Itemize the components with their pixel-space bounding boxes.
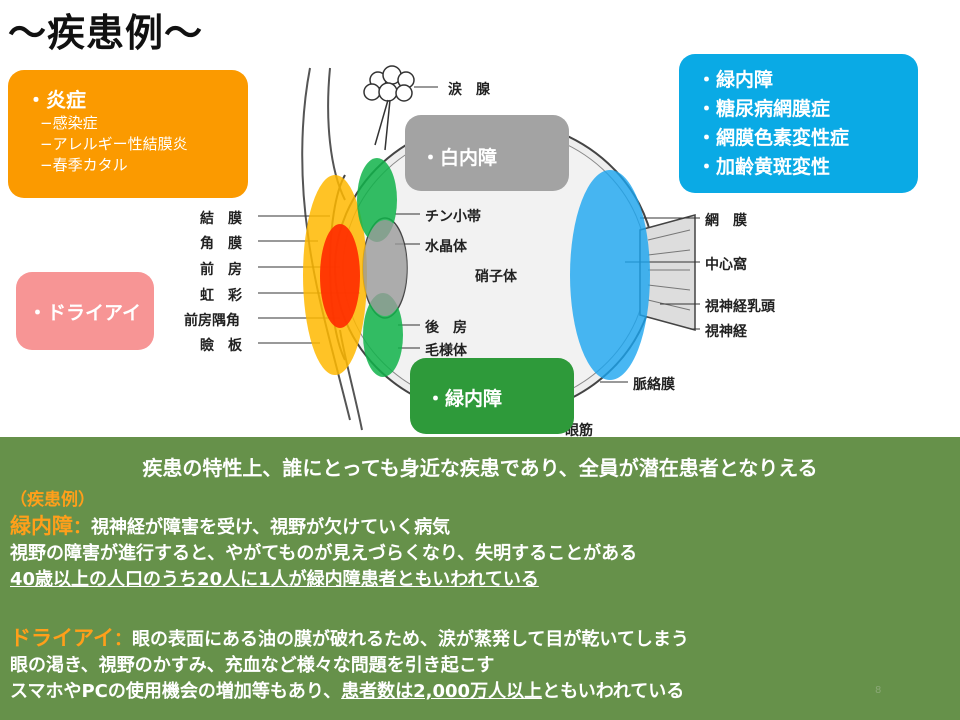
label-conjunctiva: 結 膜 (200, 211, 242, 227)
dry-eye-line3: スマホやPCの使用機会の増加等もあり、患者数は2,000万人以上ともいわれている (10, 679, 689, 705)
inflammation-box: ・炎症 −感染症 −アレルギー性結膜炎 −春季カタル (8, 70, 248, 198)
dry-eye-line3-post: ともいわれている (542, 681, 685, 702)
label-posterior-chamber: 後 房 (425, 320, 467, 336)
dry-eye-line3-underlined: 患者数は2,000万人以上 (341, 681, 543, 702)
inflammation-item: −感染症 (40, 114, 98, 132)
label-lacrimal-gland: 涙 腺 (448, 82, 490, 98)
dry-eye-line2: 眼の渇き、視野のかすみ、充血など様々な問題を引き起こす (10, 655, 495, 676)
label-choroid: 脈絡膜 (633, 377, 675, 393)
cataract-region (363, 220, 407, 316)
dry-eye-line3-pre: スマホやPCの使用機会の増加等もあり、 (10, 681, 342, 702)
inflammation-item: −アレルギー性結膜炎 (40, 135, 188, 153)
eye-diagram (258, 65, 700, 431)
glaucoma-name: 緑内障 (10, 514, 73, 538)
page-title: ～疾患例～ (8, 11, 204, 55)
dry-eye-box: ・ドライアイ (16, 272, 154, 350)
lacrimal-gland-shape (363, 65, 415, 151)
label-lens: 水晶体 (425, 239, 467, 255)
label-anterior-chamber: 前 房 (200, 262, 242, 278)
page-number: 8 (875, 685, 882, 696)
dry-eye-line: ドライアイ：眼の表面にある油の膜が破れるため、涙が蒸発して目が乾いてしまう (10, 625, 689, 653)
dry-eye-desc: 眼の表面にある油の膜が破れるため、涙が蒸発して目が乾いてしまう (131, 629, 689, 650)
inflammation-item: −春季カタル (40, 156, 128, 174)
retina-disease-item: ・糖尿病網膜症 (697, 98, 831, 120)
label-iris: 虹 彩 (200, 288, 242, 304)
retina-disease-item: ・網膜色素変性症 (697, 127, 850, 149)
retina-disease-item: ・加齢黄斑変性 (697, 156, 831, 178)
dry-eye-colon: ： (113, 629, 132, 650)
glaucoma-colon: ： (73, 517, 91, 538)
inflammation-heading: ・炎症 (26, 88, 86, 112)
retina-region (570, 170, 650, 380)
retina-disease-item: ・緑内障 (697, 69, 774, 91)
label-fovea: 中心窩 (705, 257, 747, 273)
label-ciliary: 毛様体 (425, 343, 467, 359)
label-optic-nerve: 視神経 (705, 324, 747, 340)
cornea-inflammation-region (320, 224, 360, 328)
label-cornea: 角 膜 (200, 236, 242, 252)
retina-diseases-box: ・緑内障 ・糖尿病網膜症 ・網膜色素変性症 ・加齢黄斑変性 (679, 54, 918, 193)
disease-examples-section: （疾患例） 緑内障：視神経が障害を受け、視野が欠けていく病気 視野の障害が進行す… (10, 487, 637, 593)
label-eyelid: 瞼 板 (200, 338, 242, 354)
label-retina: 網 膜 (705, 213, 747, 229)
glaucoma-line: 緑内障：視神経が障害を受け、視野が欠けていく病気 (10, 513, 637, 541)
label-eye-muscle: 眼筋 (565, 423, 593, 439)
explanation-panel: 疾患の特性上、誰にとっても身近な疾患であり、全員が潜在患者となりえる （疾患例）… (0, 437, 960, 720)
glaucoma-line3: 40歳以上の人口のうち20人に1人が緑内障患者ともいわれている (10, 569, 539, 590)
cataract-box: ・白内障 (405, 115, 569, 191)
dry-eye-name: ドライアイ (10, 626, 114, 650)
summary-text: 疾患の特性上、誰にとっても身近な疾患であり、全員が潜在患者となりえる (142, 456, 818, 480)
label-optic-disc: 視神経乳頭 (705, 299, 775, 315)
label-zonule: チン小帯 (425, 209, 481, 225)
glaucoma-desc: 視神経が障害を受け、視野が欠けていく病気 (91, 517, 451, 538)
glaucoma-region-lower (363, 293, 403, 377)
examples-header: （疾患例） (10, 490, 95, 510)
glaucoma-line2: 視野の障害が進行すると、やがてものが見えづらくなり、失明することがある (10, 543, 638, 564)
label-angle: 前房隅角 (184, 313, 240, 329)
dry-eye-section: ドライアイ：眼の表面にある油の膜が破れるため、涙が蒸発して目が乾いてしまう 眼の… (10, 625, 689, 705)
glaucoma-box: ・緑内障 (410, 358, 574, 434)
label-vitreous: 硝子体 (475, 269, 517, 285)
